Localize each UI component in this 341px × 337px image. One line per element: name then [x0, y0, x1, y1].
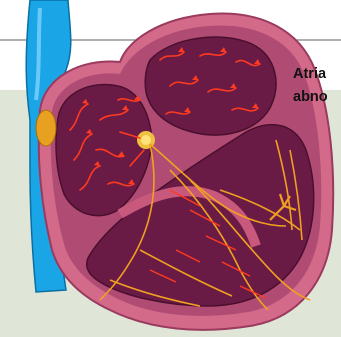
caption-line-2: abno: [293, 86, 341, 109]
caption-line-1: Atria: [293, 63, 341, 86]
atrial-opening: [36, 110, 56, 146]
caption: Atria abno: [293, 63, 341, 109]
left-atrium: [145, 37, 276, 135]
